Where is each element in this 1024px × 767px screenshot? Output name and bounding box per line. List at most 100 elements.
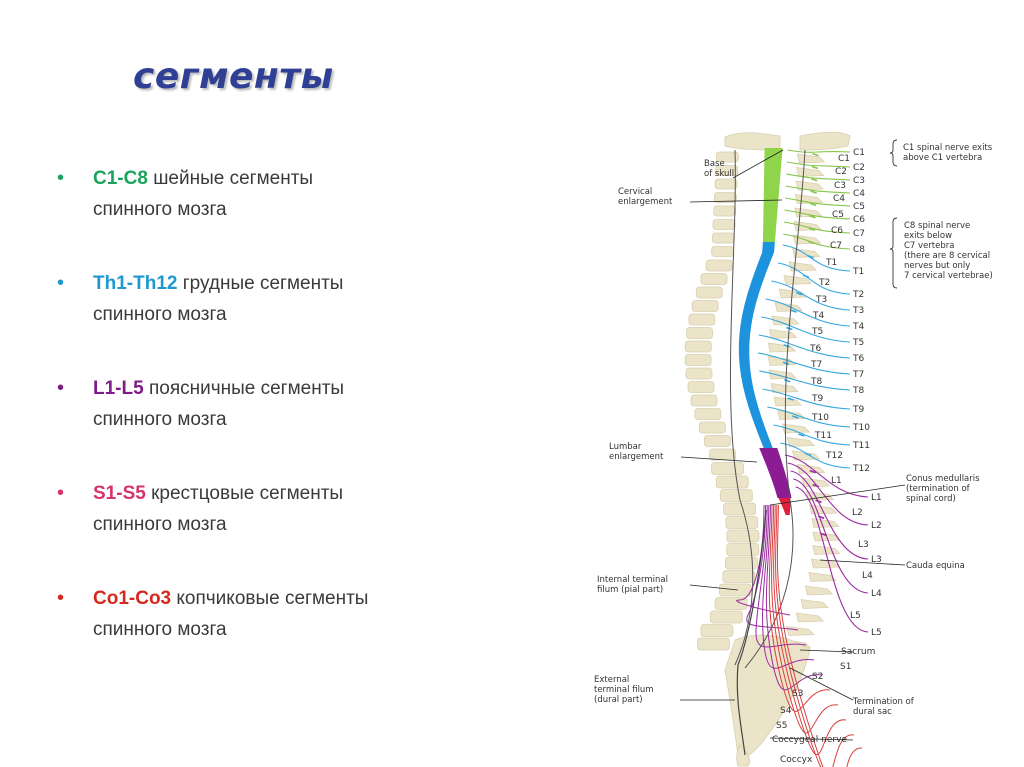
vertebra-label: S2	[812, 672, 823, 682]
leader-line	[799, 649, 854, 653]
bullet-icon: •	[57, 167, 65, 189]
lumbar-segment	[759, 448, 792, 498]
nerve-ganglion	[809, 469, 817, 474]
segment-description: крестцовые сегменты	[151, 483, 344, 504]
vertebra-label: L2	[852, 508, 863, 518]
spinous-process	[796, 153, 826, 164]
nerve-ganglion	[812, 483, 820, 488]
spinal-cord-diagram: C1C2C3C4C5C6C7C8T1T2T3T4T5T6T7T8T9T10T11…	[594, 131, 993, 767]
vertebral-body	[690, 394, 718, 407]
nerve-label: C4	[853, 189, 865, 199]
list-item-coccygeal: • Co1-Co3 копчиковые сегменты спинного м…	[57, 583, 477, 645]
segment-code: Co1-Co3	[93, 588, 172, 609]
vertebral-body	[688, 313, 716, 326]
vertebral-body	[700, 273, 728, 285]
spinal-nerve	[777, 262, 851, 295]
nerve-label: T9	[852, 405, 864, 415]
nerve-ganglion	[809, 202, 817, 207]
spinous-process	[768, 369, 797, 380]
label-c8-note: nerves but only	[904, 261, 970, 271]
segment-description: поясничные сегменты	[148, 378, 345, 399]
vertebra-label: L4	[862, 571, 873, 581]
cauda-nerve	[746, 504, 799, 631]
nerve-ganglion	[805, 452, 812, 457]
vertebra-label: C4	[833, 194, 845, 204]
vertebra-label: T11	[814, 431, 832, 441]
sacral-segment	[778, 498, 791, 515]
vertebra-label: S3	[792, 689, 803, 699]
spinal-nerve	[762, 388, 851, 410]
spinous-process	[809, 504, 838, 515]
vertebral-body	[697, 637, 730, 651]
vertebra-label: S1	[840, 662, 851, 672]
vertebral-body	[700, 624, 734, 637]
label-c8-note: (there are 8 cervical	[904, 251, 990, 261]
label-sacrum: Sacrum	[841, 647, 875, 657]
segment-description-line2: спинного мозга	[93, 199, 227, 220]
spinous-process	[767, 342, 797, 353]
cauda-nerve	[775, 504, 855, 767]
leader-line	[689, 584, 739, 591]
list-item-lumbar: • L1-L5 поясничные сегменты спинного моз…	[57, 373, 477, 435]
nerve-label: T12	[852, 464, 870, 474]
vertebral-body	[709, 610, 743, 624]
vertebra-label: T10	[811, 413, 829, 423]
vertebral-body	[726, 543, 760, 556]
label-internal-filum: filum (pial part)	[597, 585, 663, 595]
label-c1-note: above C1 vertebra	[903, 153, 982, 163]
vertebral-body	[713, 205, 737, 217]
cervical-segment	[762, 148, 783, 242]
spinous-process	[781, 423, 811, 434]
segment-description-line2: спинного мозга	[93, 304, 227, 325]
bullet-icon: •	[57, 377, 65, 399]
vertebral-body	[684, 354, 712, 366]
label-c8-note: 7 cervical vertebrae)	[904, 271, 993, 281]
spinous-process	[811, 518, 840, 528]
nerve-label: L3	[871, 555, 882, 565]
spinous-process	[770, 383, 799, 393]
vertebra-label: T7	[810, 360, 822, 370]
list-item-sacral: • S1-S5 крестцовые сегменты спинного моз…	[57, 478, 477, 540]
label-cervical-enlargement: enlargement	[618, 197, 673, 207]
nerve-ganglion	[817, 515, 825, 519]
label-lumbar-enlargement: enlargement	[609, 452, 664, 462]
vertebral-body	[712, 219, 736, 230]
vertebra-label: C1	[838, 154, 850, 164]
vertebra-label: C6	[831, 226, 843, 236]
segment-description: грудные сегменты	[182, 273, 344, 294]
vertebra-label: L3	[858, 540, 869, 550]
spinous-process	[793, 221, 822, 231]
list-item-thoracic: • Th1-Th12 грудные сегменты спинного моз…	[57, 268, 477, 330]
vertebral-body	[722, 570, 756, 583]
vertebral-body	[691, 300, 719, 312]
nerve-label: T2	[852, 290, 864, 300]
spinous-process	[769, 329, 798, 339]
nerve-ganglion	[811, 178, 818, 182]
nerve-ganglion	[792, 415, 799, 419]
spinous-process	[786, 437, 816, 447]
vertebra-label: C2	[835, 167, 847, 177]
segment-description-line2: спинного мозга	[93, 514, 227, 535]
label-conus-medullaris: Conus medullaris	[906, 474, 980, 484]
nerve-label: C1	[853, 148, 865, 158]
nerve-label: C6	[853, 215, 865, 225]
spinal-nerve	[761, 316, 851, 343]
coccyx-bone	[736, 744, 750, 767]
spinal-nerve	[780, 442, 851, 469]
vertebral-body	[709, 448, 737, 461]
spinous-process	[804, 585, 834, 596]
vertebra-label: S5	[776, 721, 787, 731]
nerve-ganglion	[811, 165, 819, 170]
nerve-label: C7	[853, 229, 865, 239]
nerve-label: T6	[852, 354, 864, 364]
label-coccygeal-nerve: Coccygeal nerve	[772, 735, 847, 745]
label-dural-sac: Termination of	[852, 697, 915, 707]
nerve-label: C5	[853, 202, 865, 212]
vertebra-label: T5	[811, 327, 823, 337]
segment-description: шейные сегменты	[153, 168, 314, 189]
spinous-process	[786, 626, 815, 636]
cauda-nerve	[771, 504, 839, 734]
label-external-filum: (dural part)	[594, 695, 643, 705]
label-coccyx: Coccyx	[780, 755, 813, 765]
spinal-nerve	[786, 173, 851, 181]
